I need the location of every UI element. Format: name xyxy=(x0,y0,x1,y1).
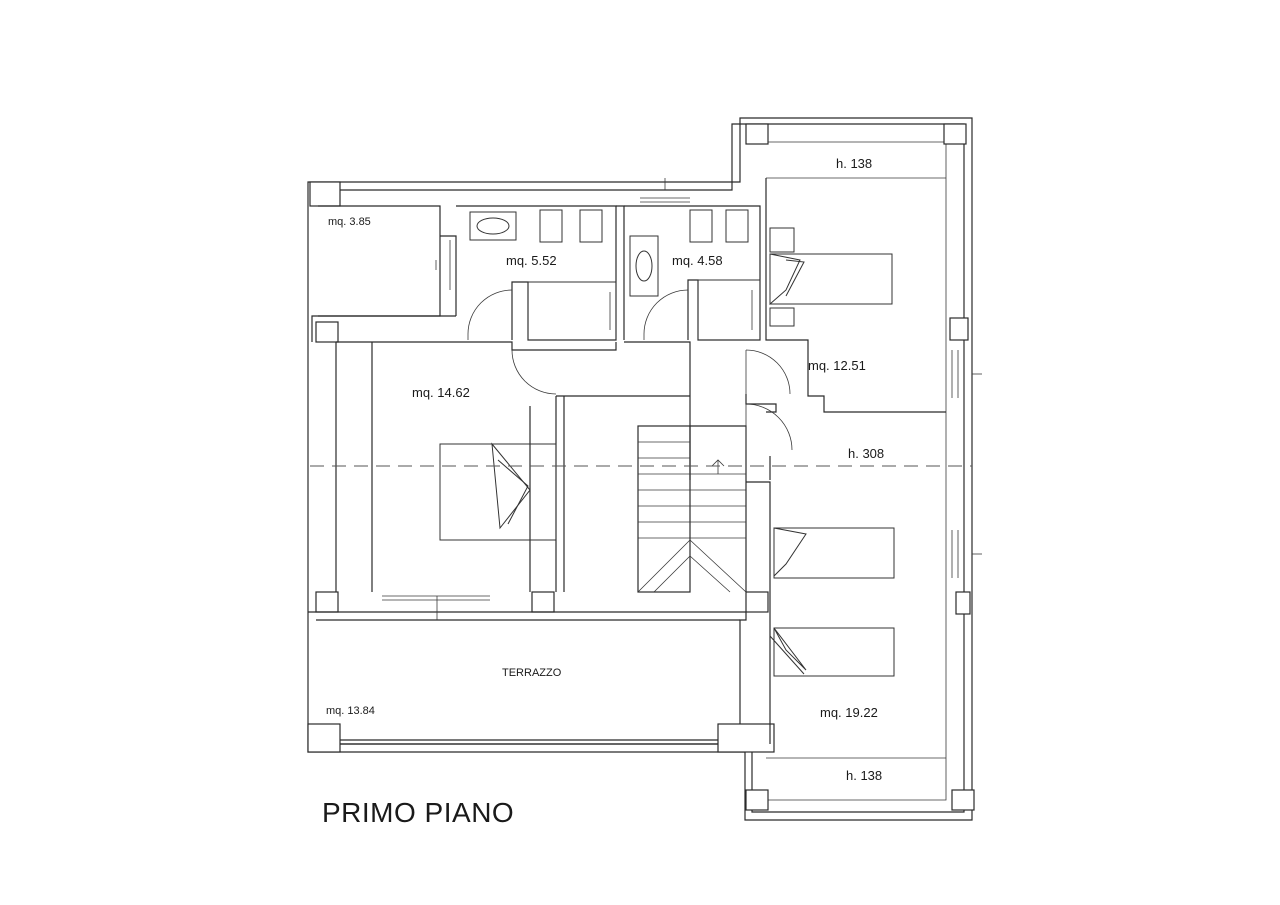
room-area-label: mq. 4.58 xyxy=(672,253,723,268)
staircase xyxy=(637,441,747,593)
interior-walls xyxy=(308,178,946,745)
height-label: h. 138 xyxy=(836,156,872,171)
height-label: h. 138 xyxy=(846,768,882,783)
room-area-label: mq. 12.51 xyxy=(808,358,866,373)
bathroom-fixtures xyxy=(469,209,761,341)
height-label: h. 308 xyxy=(848,446,884,461)
room-area-label: mq. 13.84 xyxy=(326,705,375,717)
outer-walls xyxy=(307,117,973,821)
room-area-label: mq. 14.62 xyxy=(412,385,470,400)
windows xyxy=(382,178,982,620)
floor-title: PRIMO PIANO xyxy=(322,797,514,828)
doors xyxy=(467,289,793,451)
pillars xyxy=(307,123,975,811)
room-area-label: mq. 5.52 xyxy=(506,253,557,268)
furniture-beds xyxy=(439,227,895,677)
terrace-label: TERRAZZO xyxy=(502,667,562,679)
room-area-label: mq. 3.85 xyxy=(328,216,371,228)
room-area-label: mq. 19.22 xyxy=(820,705,878,720)
